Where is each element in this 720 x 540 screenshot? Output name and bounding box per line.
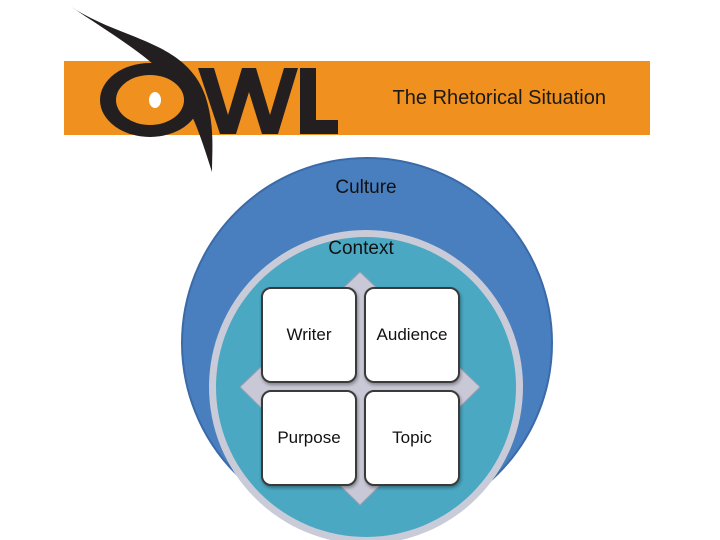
writer-card: Writer: [261, 287, 357, 383]
topic-card: Topic: [364, 390, 460, 486]
culture-label: Culture: [335, 177, 397, 198]
page-title: The Rhetorical Situation: [392, 87, 606, 109]
owl-logo: [70, 6, 338, 172]
owl-letter-l: [300, 68, 338, 134]
owl-pupil: [149, 92, 161, 108]
writer-label: Writer: [286, 325, 332, 344]
context-label: Context: [328, 238, 394, 259]
purpose-card: Purpose: [261, 390, 357, 486]
topic-label: Topic: [392, 428, 432, 447]
audience-label: Audience: [376, 325, 448, 344]
audience-card: Audience: [364, 287, 460, 383]
owl-letter-w: [198, 68, 298, 134]
purpose-label: Purpose: [277, 428, 341, 447]
